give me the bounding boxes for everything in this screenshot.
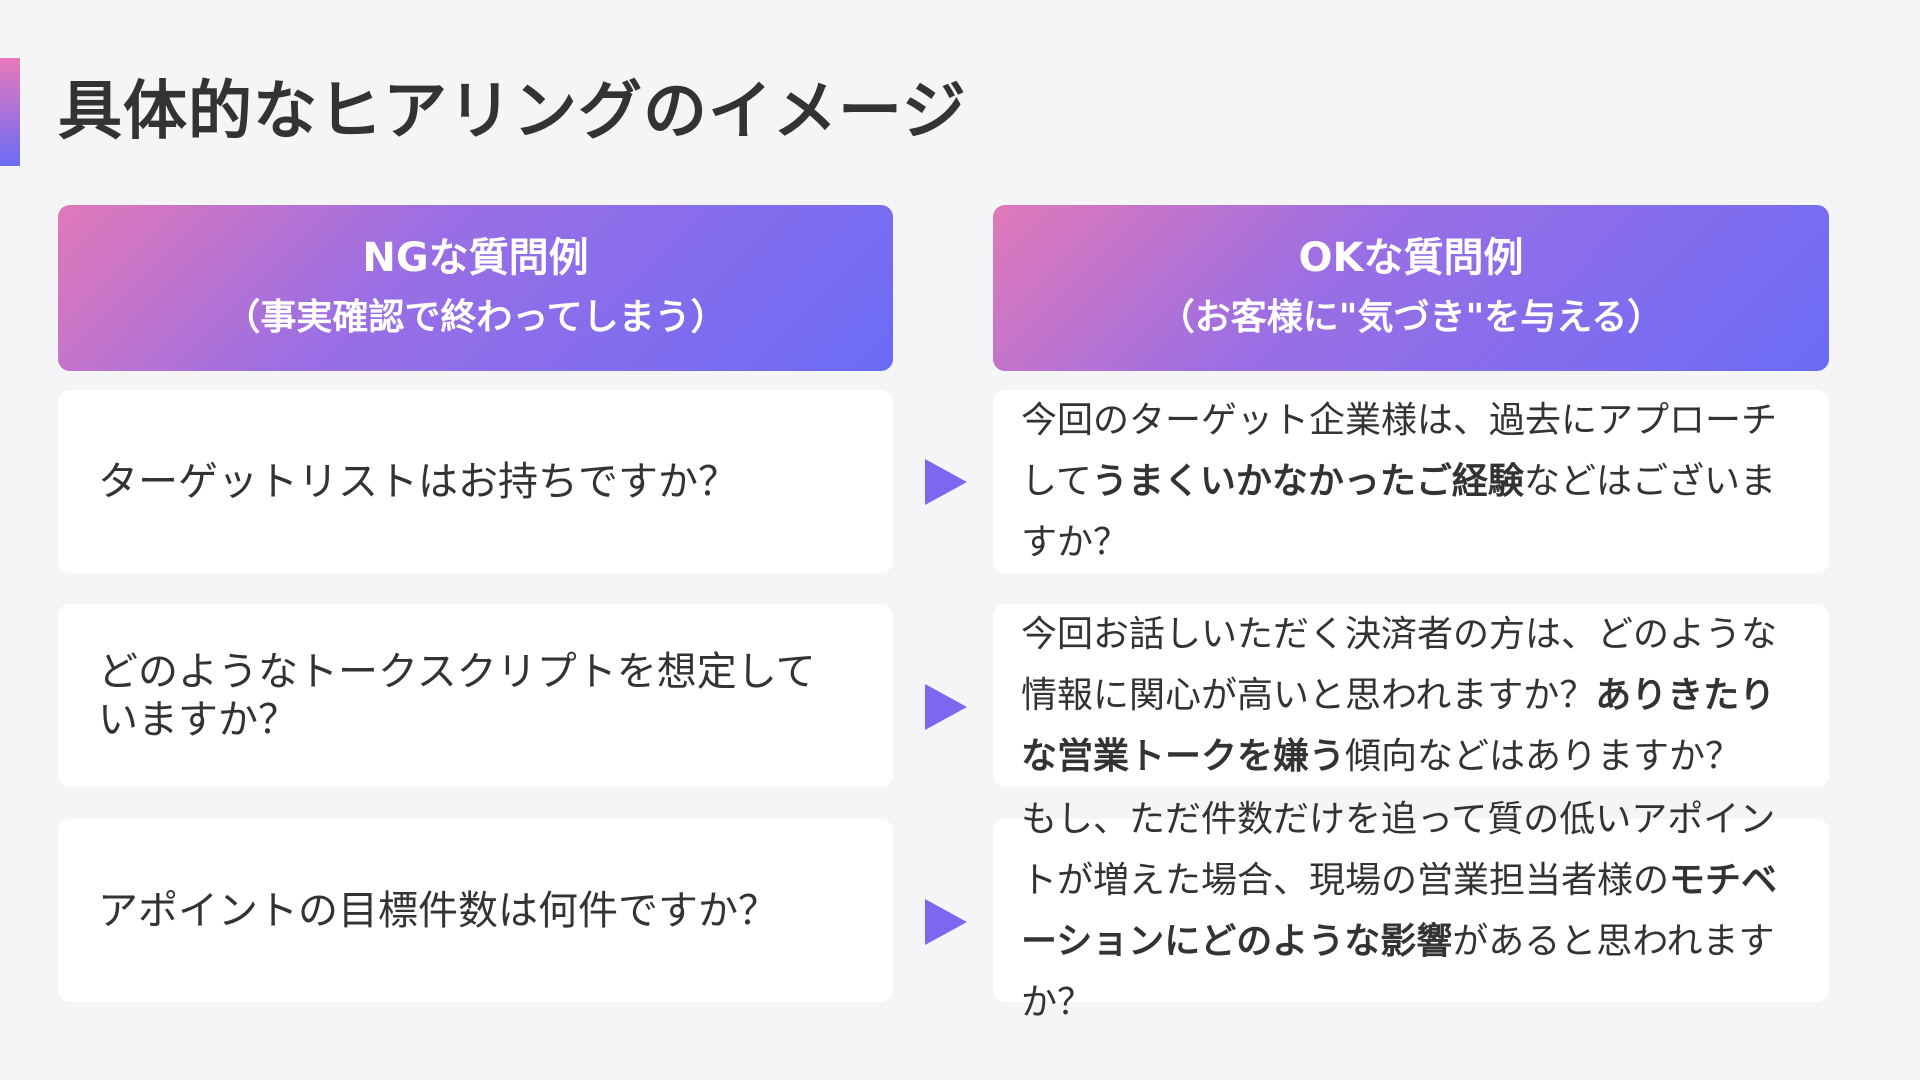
page-title: 具体的なヒアリングのイメージ — [58, 75, 967, 149]
arrow-right-icon — [925, 459, 967, 505]
ok-text-emphasis: ありきたりな営業トークを嫌う — [1021, 675, 1776, 777]
title-accent-bar — [0, 58, 20, 166]
ng-question-card: アポイントの目標件数は何件ですか？ — [58, 819, 893, 1002]
ok-text-segment: などはございますか？ — [1021, 461, 1776, 563]
ng-header-title: NGな質問例 — [362, 235, 589, 281]
ng-column-header: NGな質問例 （事実確認で終わってしまう） — [58, 205, 893, 371]
ok-question-card: 今回のターゲット企業様は、過去にアプローチしてうまくいかなかったご経験などはござ… — [993, 390, 1829, 573]
ng-header-subtitle: （事実確認で終わってしまう） — [224, 297, 727, 338]
ok-text-segment: 傾向などはありますか？ — [1345, 736, 1742, 777]
ng-question-text: どのようなトークスクリプトを想定していますか？ — [98, 648, 816, 743]
ok-text-segment: もし、ただ件数だけを追って質の低いアポイントが増えた場合、現場の営業担当者様の — [1021, 798, 1776, 901]
ok-text-segment: があると思われますか？ — [1021, 920, 1775, 1023]
ok-text-emphasis: モチベーションにどのような影響 — [1021, 859, 1778, 962]
ng-question-card: ターゲットリストはお持ちですか？ — [58, 390, 893, 573]
arrow-right-icon — [925, 899, 967, 945]
ok-column-header: OKな質問例 （お客様に"気づき"を与える） — [993, 205, 1829, 371]
ng-question-card: どのようなトークスクリプトを想定していますか？ — [58, 604, 893, 787]
ok-header-subtitle: （お客様に"気づき"を与える） — [1158, 297, 1664, 338]
arrow-right-icon — [925, 684, 967, 730]
ok-text-emphasis: うまくいかなかったご経験 — [1091, 461, 1524, 502]
ok-question-card: もし、ただ件数だけを追って質の低いアポイントが増えた場合、現場の営業担当者様のモ… — [993, 799, 1829, 1023]
ng-question-text: ターゲットリストはお持ちですか？ — [98, 458, 738, 505]
ok-question-text: 今回のターゲット企業様は、過去にアプローチしてうまくいかなかったご経験などはござ… — [1021, 390, 1801, 573]
ok-text-segment: 今回のターゲット企業様は、過去にアプローチして — [1021, 400, 1778, 502]
ng-question-text: アポイントの目標件数は何件ですか？ — [98, 887, 778, 934]
ok-question-card: 今回お話しいただく決済者の方は、どのような情報に関心が高いと思われますか？ありき… — [993, 604, 1829, 787]
ok-question-text: 今回お話しいただく決済者の方は、どのような情報に関心が高いと思われますか？ありき… — [1021, 604, 1801, 787]
ok-header-title: OKな質問例 — [1298, 235, 1524, 281]
ok-question-text: もし、ただ件数だけを追って質の低いアポイントが増えた場合、現場の営業担当者様のモ… — [1021, 789, 1801, 1033]
ok-text-segment: 今回お話しいただく決済者の方は、どのような情報に関心が高いと思われますか？ — [1021, 614, 1778, 716]
